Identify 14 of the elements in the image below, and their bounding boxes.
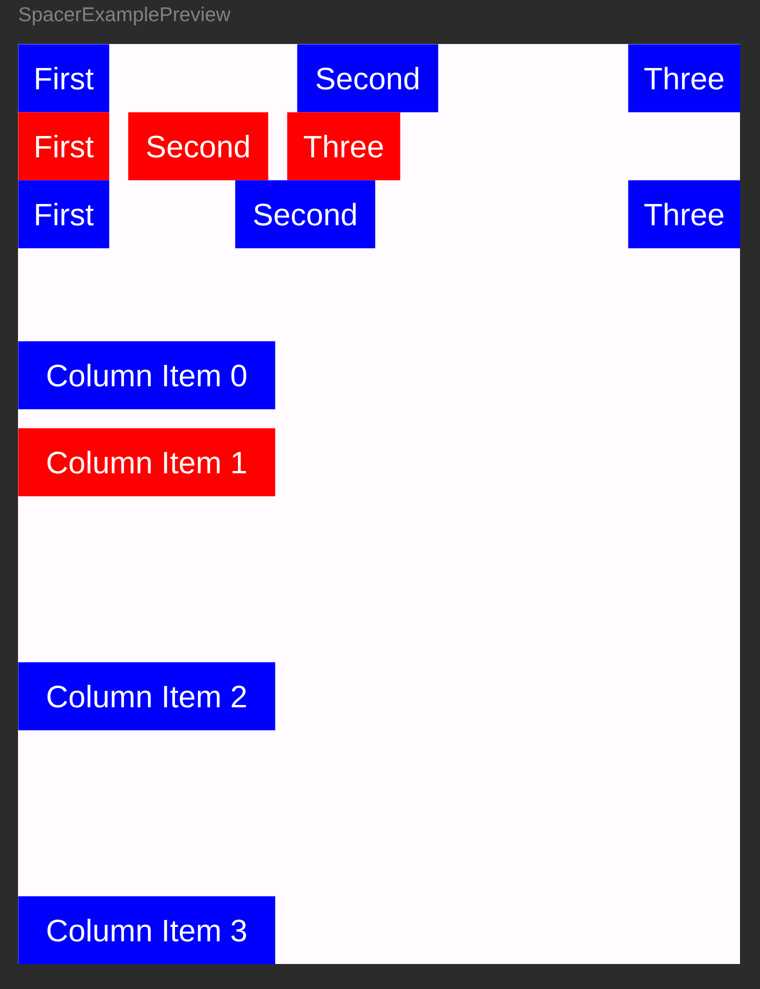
text-box: Column Item 2 xyxy=(18,662,276,730)
text-box: Three xyxy=(628,180,740,248)
text-box: Column Item 1 xyxy=(18,428,276,496)
text-box: Column Item 0 xyxy=(18,341,276,410)
text-box: Column Item 3 xyxy=(18,896,276,964)
text-box: Three xyxy=(287,112,400,180)
text-box: Three xyxy=(628,44,740,112)
preview-title: SpacerExamplePreview xyxy=(19,6,231,26)
text-box: First xyxy=(18,44,110,112)
text-box: Second xyxy=(235,180,376,248)
text-box: First xyxy=(18,180,110,248)
text-box: Second xyxy=(128,112,268,180)
text-box: First xyxy=(18,112,110,180)
text-box: Second xyxy=(297,44,438,112)
